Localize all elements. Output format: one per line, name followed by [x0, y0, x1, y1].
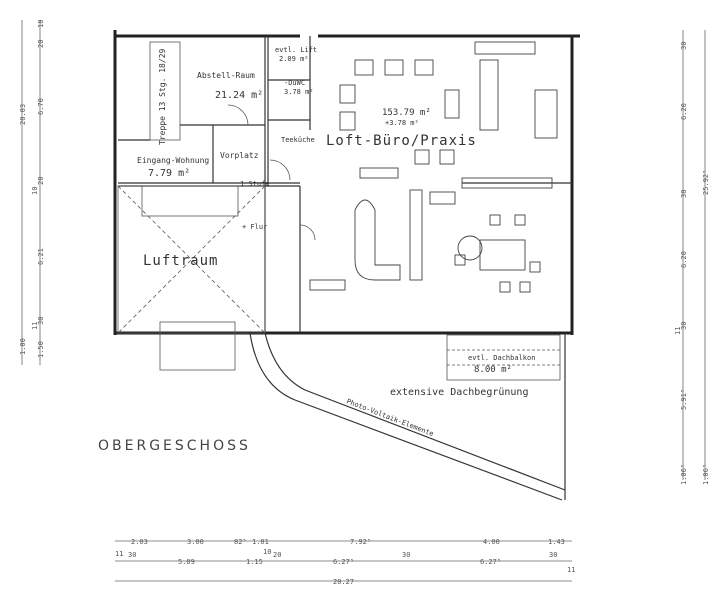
hall-label: Vorplatz: [220, 151, 259, 160]
roof-terrace: [249, 332, 566, 501]
dim-label: 20: [37, 40, 45, 48]
dim-label: 5.91⁵: [680, 389, 688, 410]
dim-label: 6.20: [680, 251, 688, 268]
dim-label: 4.00: [483, 538, 500, 546]
kitchen-label: Teeküche: [281, 136, 315, 144]
dim-total: 20.03: [19, 104, 27, 125]
dim-total: 25.92⁵: [702, 170, 710, 195]
dim-label: 30: [128, 551, 136, 559]
furniture: [309, 41, 558, 293]
dim-label: 1.43: [548, 538, 565, 546]
lift-label: evtl. Lift: [275, 46, 317, 54]
void-label: Luftraum: [143, 253, 218, 269]
wc-label: -DuWC: [284, 79, 305, 87]
dim-label: 30: [402, 551, 410, 559]
dim-label: 10: [263, 548, 271, 556]
dim-label: 1.50: [37, 341, 45, 358]
dim-label: 11: [567, 566, 575, 574]
dim-label: 3.00: [187, 538, 204, 546]
dim-label: 6.20: [680, 103, 688, 120]
dim-label: 7.92⁵: [350, 538, 371, 546]
dim-label: 82⁵: [234, 538, 247, 546]
dim-label: 1.00: [19, 338, 27, 355]
dim-label: 1.15: [246, 558, 263, 566]
wc-area: 3.78 m²: [284, 88, 314, 96]
dim-label: 6.27⁵: [333, 558, 354, 566]
green-roof-label: extensive Dachbegrünung: [390, 387, 528, 398]
corridor-label: + Flur: [242, 223, 267, 231]
loft-area-extra: +3.78 m²: [385, 119, 419, 127]
loft-label: Loft-Büro/Praxis: [326, 133, 477, 149]
pv-label: Photo-Voltaik-Elemente: [345, 397, 434, 438]
loft-area: 153.79 m²: [382, 108, 431, 118]
balcony-label: evtl. Dachbalkon: [468, 354, 535, 362]
step-label: 1 Stufe: [240, 180, 270, 188]
dim-label: 30: [37, 317, 45, 325]
dim-label: 10: [31, 187, 39, 195]
dim-label: 6.70: [37, 98, 45, 115]
storage-area: 21.24 m²: [215, 90, 263, 101]
dim-label: 6.21: [37, 248, 45, 265]
dim-label: 1.01: [252, 538, 269, 546]
dim-label: 10: [37, 20, 45, 28]
dim-label: 11: [31, 322, 39, 330]
dim-label: 30: [549, 551, 557, 559]
dim-label: 2.03: [131, 538, 148, 546]
dim-label: 5.09: [178, 558, 195, 566]
dim-label: 6.27⁵: [480, 558, 501, 566]
dimension-lines: [21, 20, 706, 582]
entry-label: Eingang-Wohnung: [137, 156, 209, 165]
dim-label: 20: [37, 177, 45, 185]
storage-label: Abstell-Raum: [197, 71, 255, 80]
entry-area: 7.79 m²: [148, 168, 190, 179]
void-cross: [117, 185, 266, 371]
dim-total: 20.27: [333, 578, 354, 586]
dim-label: 30: [680, 322, 688, 330]
dim-label: 30: [680, 42, 688, 50]
staircase: [141, 41, 239, 217]
stair-label: Treppe 13 Stg. 18/29: [158, 48, 167, 145]
dim-label: 1.06⁵: [702, 464, 710, 485]
balcony-area: 8.00 m²: [474, 365, 512, 375]
doors: [227, 104, 316, 241]
dim-label: 11: [674, 327, 682, 335]
dim-label: 30: [680, 190, 688, 198]
dim-label: 11: [115, 550, 123, 558]
dim-label: 1.06⁵: [680, 464, 688, 485]
lift-area: 2.09 m²: [279, 55, 309, 63]
floor-title: OBERGESCHOSS: [98, 438, 251, 454]
dim-label: 20: [273, 551, 281, 559]
